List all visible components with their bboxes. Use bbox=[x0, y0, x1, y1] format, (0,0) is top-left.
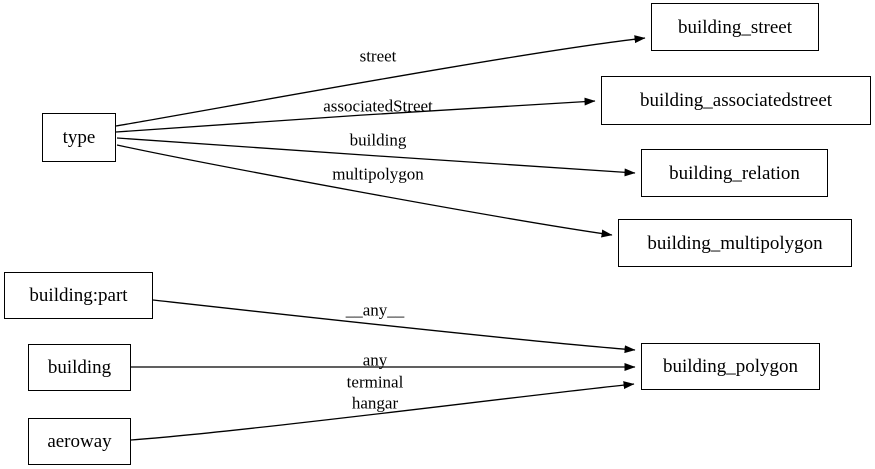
node-label: building_associatedstreet bbox=[639, 90, 833, 111]
edge-label-any-part: __any__ bbox=[345, 300, 405, 320]
node-aeroway[interactable]: aeroway bbox=[28, 418, 131, 465]
edge-label-terminal: terminal bbox=[346, 372, 404, 392]
edge-label-associatedstreet: associatedStreet bbox=[323, 96, 433, 116]
node-building[interactable]: building bbox=[28, 344, 131, 391]
edge-type-building_multipolygon bbox=[116, 144, 613, 238]
edge-label-multipolygon: multipolygon bbox=[332, 164, 424, 184]
node-building-street[interactable]: building_street bbox=[651, 3, 819, 51]
edge-label-street: street bbox=[359, 46, 397, 66]
edge-type-building_associatedstreet bbox=[115, 97, 596, 133]
edge-aeroway-building_polygon bbox=[130, 381, 635, 441]
node-building-multipolygon[interactable]: building_multipolygon bbox=[618, 219, 852, 267]
node-building-associatedstreet[interactable]: building_associatedstreet bbox=[601, 76, 871, 125]
node-label: building_multipolygon bbox=[647, 232, 823, 254]
node-building-relation[interactable]: building_relation bbox=[641, 149, 828, 197]
node-label: aeroway bbox=[47, 431, 112, 452]
node-label: building_polygon bbox=[662, 356, 799, 377]
node-label: building bbox=[47, 357, 112, 378]
edge-type-building_street bbox=[115, 35, 646, 127]
node-label: building_street bbox=[678, 16, 792, 38]
edge-type-building_relation bbox=[116, 137, 636, 177]
edge-label-hangar: hangar bbox=[351, 393, 399, 413]
edge-label-building: building bbox=[349, 130, 407, 150]
node-label: building:part bbox=[29, 285, 128, 306]
edge-building_part-building_polygon bbox=[152, 299, 636, 354]
edge-label-any-building: __any__ bbox=[345, 350, 405, 370]
node-type[interactable]: type bbox=[42, 113, 116, 162]
node-building-polygon[interactable]: building_polygon bbox=[641, 343, 820, 390]
node-building-part[interactable]: building:part bbox=[4, 272, 153, 319]
node-label: type bbox=[62, 127, 96, 148]
node-label: building_relation bbox=[669, 162, 800, 184]
